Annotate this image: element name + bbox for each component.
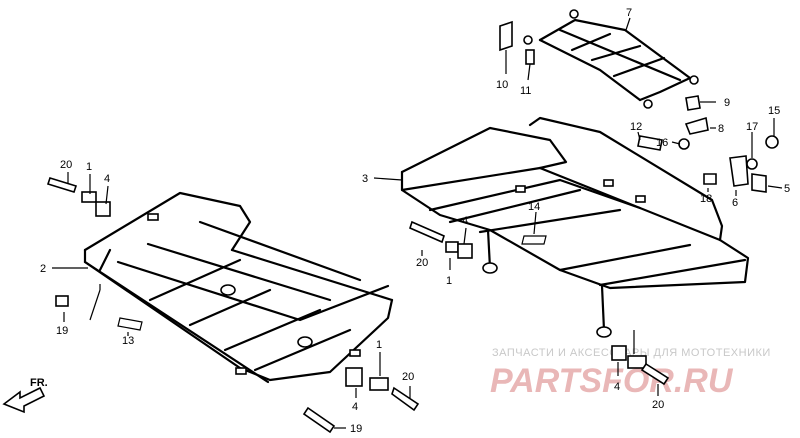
label-plate-13: [117, 317, 143, 331]
callout-19: 19: [56, 325, 68, 337]
callout-4: 4: [614, 381, 620, 393]
callout-15: 15: [768, 105, 780, 117]
callout-1: 1: [446, 275, 452, 287]
callout-4: 4: [352, 401, 358, 413]
callout-20: 20: [402, 371, 414, 383]
label-plate-14: [521, 235, 547, 245]
callout-6: 6: [732, 197, 738, 209]
callout-17: 17: [746, 121, 758, 133]
callout-3: 3: [362, 173, 368, 185]
small-rack: [523, 9, 699, 109]
callout-11: 11: [520, 85, 531, 97]
callout-1: 1: [86, 161, 92, 173]
front-carrier: [83, 191, 394, 384]
rear-carrier: [400, 116, 750, 338]
callout-14: 14: [528, 201, 540, 213]
callout-1: 1: [376, 339, 382, 351]
leader-lines: [52, 17, 783, 429]
callout-10: 10: [496, 79, 508, 91]
callout-13: 13: [122, 335, 134, 347]
callout-12: 12: [630, 121, 642, 133]
callout-9: 9: [724, 97, 730, 109]
callout-2: 2: [40, 263, 46, 275]
callout-4: 4: [462, 215, 468, 227]
callout-18: 18: [700, 193, 712, 205]
callout-19: 19: [350, 423, 362, 435]
callouts: 20 1 4 2 19 13 3 4 20 1 14 10 11 7 9 8 1…: [40, 7, 790, 435]
callout-20: 20: [60, 159, 72, 171]
front-direction-indicator: FR.: [2, 377, 48, 414]
hardware: [46, 20, 779, 434]
callout-4: 4: [104, 173, 110, 185]
direction-label: FR.: [30, 377, 48, 389]
watermark-caption: ЗАПЧАСТИ И АКСЕССУАРЫ ДЛЯ МОТОТЕХНИКИ: [492, 347, 771, 359]
callout-8: 8: [718, 123, 724, 135]
callout-5: 5: [784, 183, 790, 195]
arrow-left-icon: [2, 386, 46, 414]
callout-7: 7: [626, 7, 632, 19]
callout-20: 20: [416, 257, 428, 269]
callout-20: 20: [652, 399, 664, 411]
watermark-brand: PARTSFOR.RU: [490, 362, 734, 400]
callout-16: 16: [656, 137, 668, 149]
